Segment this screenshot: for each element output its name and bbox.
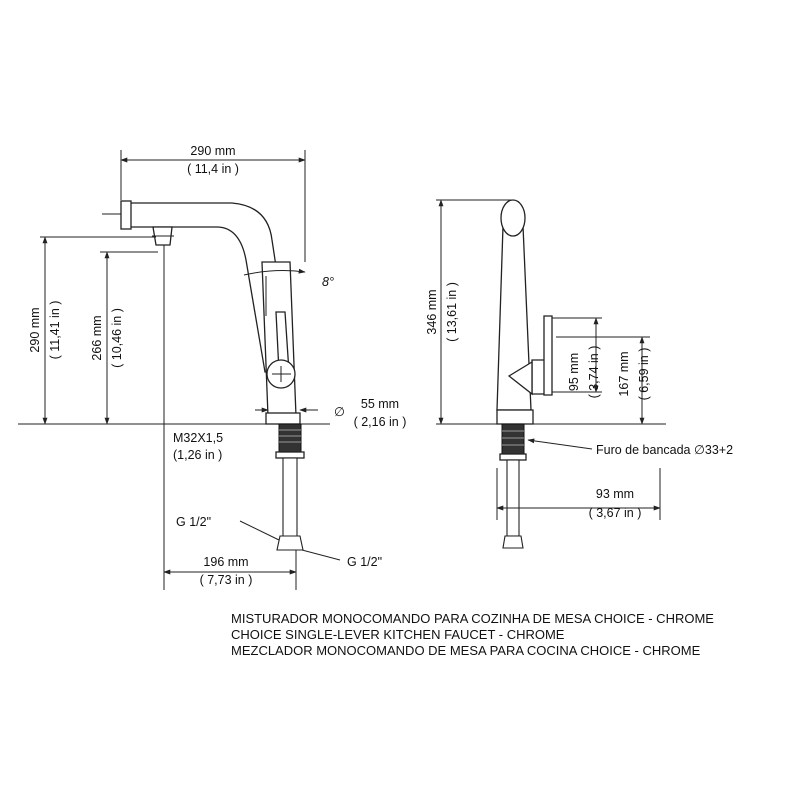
dim-lever-total-in: ( 6,59 in ) xyxy=(637,348,651,401)
side-lever-blade xyxy=(543,315,553,396)
dim-height-spout-in: ( 10,46 in ) xyxy=(110,308,124,368)
spout-end-cap xyxy=(120,200,132,230)
mounting-nut xyxy=(275,451,305,459)
dim-width-top-in: ( 11,4 in ) xyxy=(187,162,239,176)
caption-es: MEZCLADOR MONOCOMANDO DE MESA PARA COCIN… xyxy=(231,643,701,658)
faucet-base xyxy=(265,412,301,425)
dim-width-top-mm: 290 mm xyxy=(190,144,235,158)
hole-leader xyxy=(527,438,593,450)
side-base xyxy=(496,409,534,425)
dim-height-side-in: ( 13,61 in ) xyxy=(445,282,459,342)
dim-angle: 8° xyxy=(322,275,334,289)
dim-base-dia-in: ( 2,16 in ) xyxy=(354,415,407,429)
dim-height-side-mm: 346 mm xyxy=(425,289,439,334)
caption-pt: MISTURADOR MONOCOMANDO PARA COZINHA DE M… xyxy=(231,611,714,626)
side-hose xyxy=(506,459,520,537)
side-hose-fitting xyxy=(502,535,524,549)
dim-height-left-mm: 290 mm xyxy=(28,307,42,352)
g-leader-left xyxy=(239,520,280,541)
dim-depth-mm: 93 mm xyxy=(596,487,634,501)
hose-fitting xyxy=(276,535,304,551)
dim-lever-height-mm: 95 mm xyxy=(567,353,581,391)
side-thread-stud xyxy=(501,423,525,455)
g-right-label: G 1/2" xyxy=(347,555,382,569)
dim-thread-in: (1,26 in ) xyxy=(173,448,222,462)
front-view xyxy=(18,150,341,590)
side-lever-joint xyxy=(507,360,533,396)
g-left-label: G 1/2" xyxy=(176,515,211,529)
dim-depth-in: ( 3,67 in ) xyxy=(589,506,642,520)
side-nut xyxy=(499,453,527,461)
dim-lever-height-in: ( 3,74 in ) xyxy=(587,346,601,399)
g-leader-right xyxy=(301,549,341,561)
caption-en: CHOICE SINGLE-LEVER KITCHEN FAUCET - CHR… xyxy=(231,627,565,642)
dim-thread-mm: M32X1,5 xyxy=(173,431,223,445)
dim-lever-total-mm: 167 mm xyxy=(617,351,631,396)
dia-symbol: ∅ xyxy=(334,405,345,419)
side-view xyxy=(436,199,666,549)
hose xyxy=(282,457,298,539)
dim-base-dia-mm: 55 mm xyxy=(361,397,399,411)
hole-label: Furo de bancada ∅33+2 xyxy=(596,443,733,457)
angle-arc xyxy=(243,268,306,276)
dim-height-spout-mm: 266 mm xyxy=(90,315,104,360)
dim-hose-width-mm: 196 mm xyxy=(203,555,248,569)
dim-height-left-in: ( 11,41 in ) xyxy=(48,301,62,360)
side-spout-end xyxy=(500,199,526,237)
dim-hose-width-in: ( 7,73 in ) xyxy=(200,573,253,587)
thread-stud xyxy=(278,423,302,453)
